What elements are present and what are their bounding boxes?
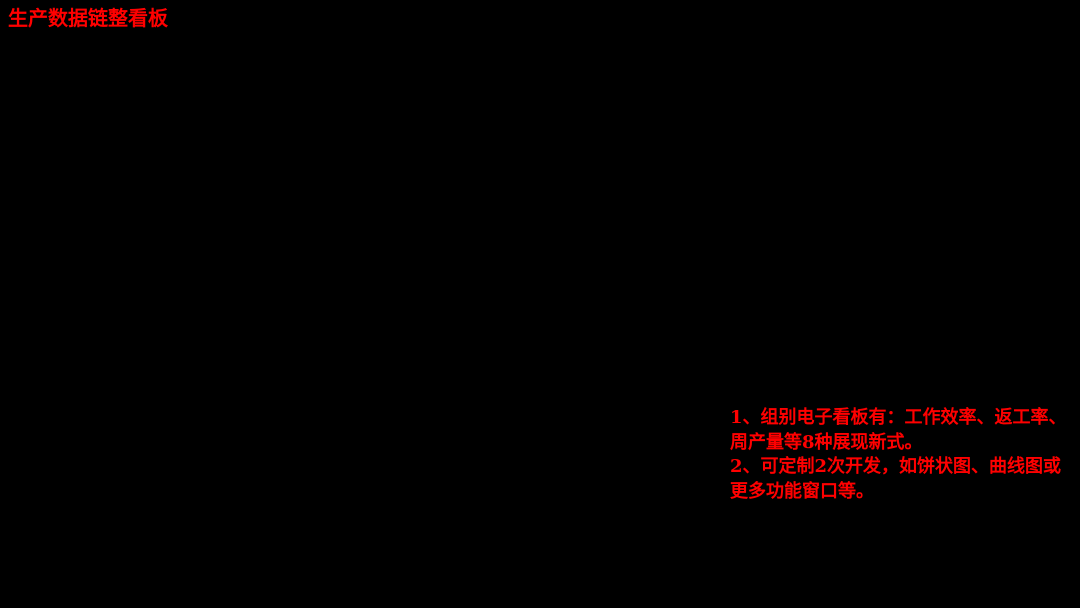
feature-note-2: 2、可定制2次开发，如饼状图、曲线图或更多功能窗口等。 xyxy=(730,456,1062,502)
page-title: 生产数据链整看板 xyxy=(8,6,168,30)
feature-notes: 1、组别电子看板有：工作效率、返工率、周产量等8种展现新式。 2、可定制2次开发… xyxy=(730,406,1072,504)
feature-note-1: 1、组别电子看板有：工作效率、返工率、周产量等8种展现新式。 xyxy=(730,407,1067,453)
